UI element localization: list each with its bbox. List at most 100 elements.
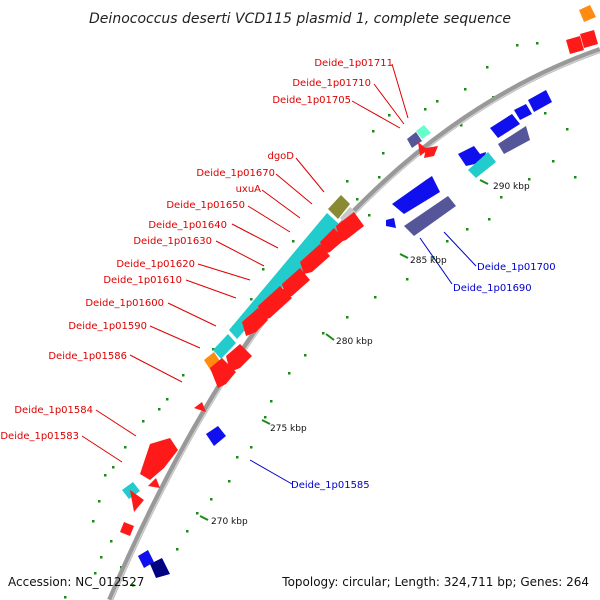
feature-dot — [460, 124, 463, 127]
accession-text: Accession: NC_012527 — [8, 575, 144, 589]
scale-tick — [261, 419, 271, 425]
tick-label: 270 kbp — [211, 517, 248, 527]
orange-feature — [579, 5, 596, 22]
olive-feature — [328, 195, 350, 219]
gene-arrow — [528, 90, 552, 112]
gene-label: Deide_1p01710 — [292, 78, 371, 89]
feature-dot — [552, 160, 555, 163]
gene-arrow — [148, 478, 160, 488]
feature-dot — [536, 42, 539, 45]
feature-dot — [382, 152, 385, 155]
cyan-feature — [122, 482, 140, 499]
gene-label: dgoD — [267, 151, 294, 162]
feature-dot — [264, 416, 267, 419]
feature-dot — [262, 268, 265, 271]
gene-label: Deide_1p01700 — [477, 262, 556, 273]
feature-dot — [132, 584, 135, 587]
feature-dot — [186, 530, 189, 533]
tick-label: 280 kbp — [336, 337, 373, 347]
red-gene-labels: Deide_1p01711 Deide_1p01710 Deide_1p0170… — [0, 58, 393, 442]
gene-arrow — [206, 426, 226, 446]
tick-label: 285 kbp — [410, 256, 447, 266]
feature-dot — [176, 548, 179, 551]
gene-label: Deide_1p01600 — [85, 298, 164, 309]
gene-arrow — [226, 344, 252, 372]
blue-gene-labels: Deide_1p01700 Deide_1p01690 Deide_1p0158… — [291, 262, 556, 491]
scale-ticks — [199, 179, 489, 521]
feature-dot — [196, 512, 199, 515]
feature-dot — [436, 100, 439, 103]
gene-arrow — [424, 146, 438, 158]
feature-dot — [92, 520, 95, 523]
feature-dot — [236, 456, 239, 459]
grey-feature — [340, 207, 356, 224]
gene-label: Deide_1p01586 — [48, 351, 127, 362]
gene-arrow — [300, 244, 330, 274]
feature-dot — [250, 446, 253, 449]
gene-arrow — [194, 402, 206, 412]
gene-label: Deide_1p01630 — [133, 236, 212, 247]
feature-dot — [288, 372, 291, 375]
feature-dot — [346, 180, 349, 183]
feature-dot — [98, 500, 101, 503]
feature-dot — [378, 176, 381, 179]
gene-arrow — [130, 490, 144, 512]
gene-arrow — [418, 142, 428, 156]
feature-dot — [488, 218, 491, 221]
purple-feature — [498, 126, 530, 154]
gene-label: Deide_1p01670 — [196, 168, 275, 179]
gene-label: Deide_1p01583 — [0, 431, 79, 442]
feature-dot — [368, 214, 371, 217]
gene-label: Deide_1p01610 — [103, 275, 182, 286]
feature-dot — [464, 88, 467, 91]
red-leader-lines — [81, 63, 409, 463]
map-title: Deinococcus deserti VCD115 plasmid 1, co… — [89, 11, 511, 27]
feature-dot — [292, 240, 295, 243]
feature-dot — [528, 178, 531, 181]
forward-genes — [138, 90, 552, 578]
feature-dot — [110, 540, 113, 543]
gene-label: Deide_1p01585 — [291, 480, 370, 491]
tick-label: 290 kbp — [493, 182, 530, 192]
feature-dot — [158, 408, 161, 411]
gene-label: Deide_1p01705 — [272, 95, 351, 106]
feature-dot — [100, 556, 103, 559]
feature-dot — [446, 240, 449, 243]
feature-dot — [182, 374, 185, 377]
tick-label: 275 kbp — [270, 424, 307, 434]
scale-tick — [399, 253, 409, 259]
feature-dot — [372, 130, 375, 133]
gene-arrow — [490, 114, 520, 138]
gene-label: uxuA — [236, 184, 262, 195]
blue-leader-lines — [249, 231, 477, 485]
reverse-genes — [120, 30, 598, 536]
cyan-feature — [213, 334, 236, 359]
gene-arrow — [258, 286, 292, 320]
gene-label: Deide_1p01620 — [116, 259, 195, 270]
feature-dot — [424, 108, 427, 111]
gene-label: Deide_1p01640 — [148, 220, 227, 231]
feature-dot — [346, 316, 349, 319]
topology-text: Topology: circular; Length: 324,711 bp; … — [281, 575, 589, 589]
purple-feature — [404, 196, 456, 236]
feature-dot — [304, 354, 307, 357]
feature-dot — [356, 198, 359, 201]
feature-dot — [270, 400, 273, 403]
gene-arrow — [138, 550, 154, 568]
purple-feature — [407, 132, 422, 148]
cyan-feature — [468, 152, 496, 178]
feature-dot — [322, 332, 325, 335]
feature-dot — [466, 228, 469, 231]
gene-arrow — [580, 30, 598, 48]
feature-dot — [486, 66, 489, 69]
feature-dot — [374, 296, 377, 299]
scale-tick — [199, 515, 209, 521]
teal-feature — [416, 125, 431, 139]
tick-labels: 270 kbp 275 kbp 280 kbp 285 kbp 290 kbp — [211, 182, 530, 527]
gene-arrow — [150, 558, 170, 578]
feature-dot — [228, 480, 231, 483]
gene-arrow — [386, 218, 396, 228]
feature-dot — [142, 420, 145, 423]
feature-dot — [500, 196, 503, 199]
